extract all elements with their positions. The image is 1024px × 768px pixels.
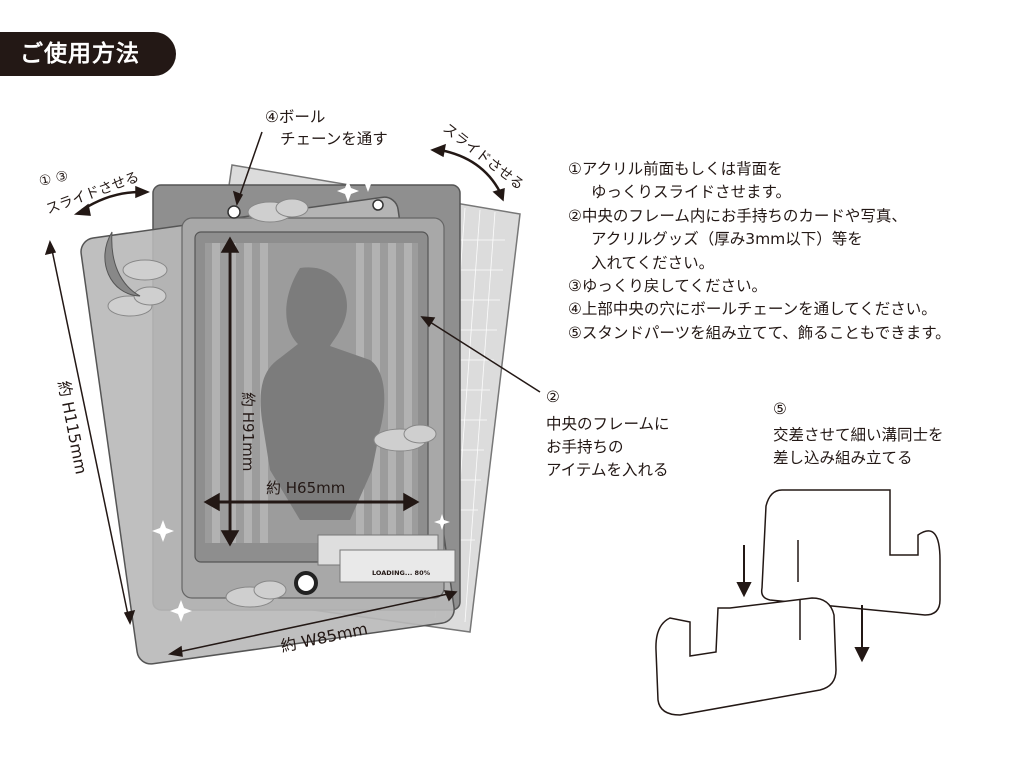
ballchain-hole-right xyxy=(372,199,384,211)
person-silhouette xyxy=(260,267,385,520)
stand-callout-num: ⑤ xyxy=(773,400,787,418)
cloud-icon xyxy=(107,198,437,608)
dimension-arrows xyxy=(44,131,541,657)
stand-arrows xyxy=(736,545,870,663)
frame-callout-num: ② xyxy=(546,388,560,406)
loading-window: LOADING... 80% xyxy=(317,534,456,583)
svg-text:LOADING... 80%: LOADING... 80% xyxy=(372,569,431,577)
instruction-list: ①アクリル前面もしくは背面を ゆっくりスライドさせます。 ②中央のフレーム内にお… xyxy=(568,158,951,345)
slide-right-label: スライドさせる xyxy=(440,121,527,194)
step-2c: 入れてください。 xyxy=(591,253,715,272)
frame-callout-line2: お手持ちの xyxy=(546,438,624,456)
step-2b: アクリルグッズ（厚み3mm以下）等を xyxy=(591,230,863,249)
ballchain-label-line2: チェーンを通す xyxy=(280,130,388,148)
page-title: ご使用方法 xyxy=(0,32,176,76)
sparkle-icon xyxy=(152,170,450,622)
center-hole xyxy=(294,571,318,595)
outer-height-label: 約 H115mm xyxy=(54,379,91,476)
ballchain-label-line1: ④ボール xyxy=(265,108,326,126)
stand-callout-line1: 交差させて細い溝同士を xyxy=(773,426,944,444)
step-2a: ②中央のフレーム内にお手持ちのカードや写真、 xyxy=(568,206,907,225)
inner-height-label: 約 H91mm xyxy=(239,392,257,471)
inner-width-label: 約 H65mm xyxy=(266,479,345,497)
stand-callout-line2: 差し込み組み立てる xyxy=(773,449,913,467)
moon-icon xyxy=(104,231,141,297)
step-1a: ①アクリル前面もしくは背面を xyxy=(568,160,783,178)
stand-part-upper xyxy=(760,489,941,616)
slide-left-nums: ① ③ xyxy=(38,168,70,190)
step-4: ④上部中央の穴にボールチェーンを通してください。 xyxy=(568,300,937,319)
frame-callout-line3: アイテムを入れる xyxy=(546,461,669,479)
step-5: ⑤スタンドパーツを組み立てて、飾ることもできます。 xyxy=(568,323,951,342)
step-3: ③ゆっくり戻してください。 xyxy=(568,277,767,296)
step-1b: ゆっくりスライドさせます。 xyxy=(591,183,791,202)
stand-part-lower xyxy=(655,597,837,716)
ballchain-hole-left xyxy=(227,205,241,219)
frame-callout-line1: 中央のフレームに xyxy=(546,415,670,433)
